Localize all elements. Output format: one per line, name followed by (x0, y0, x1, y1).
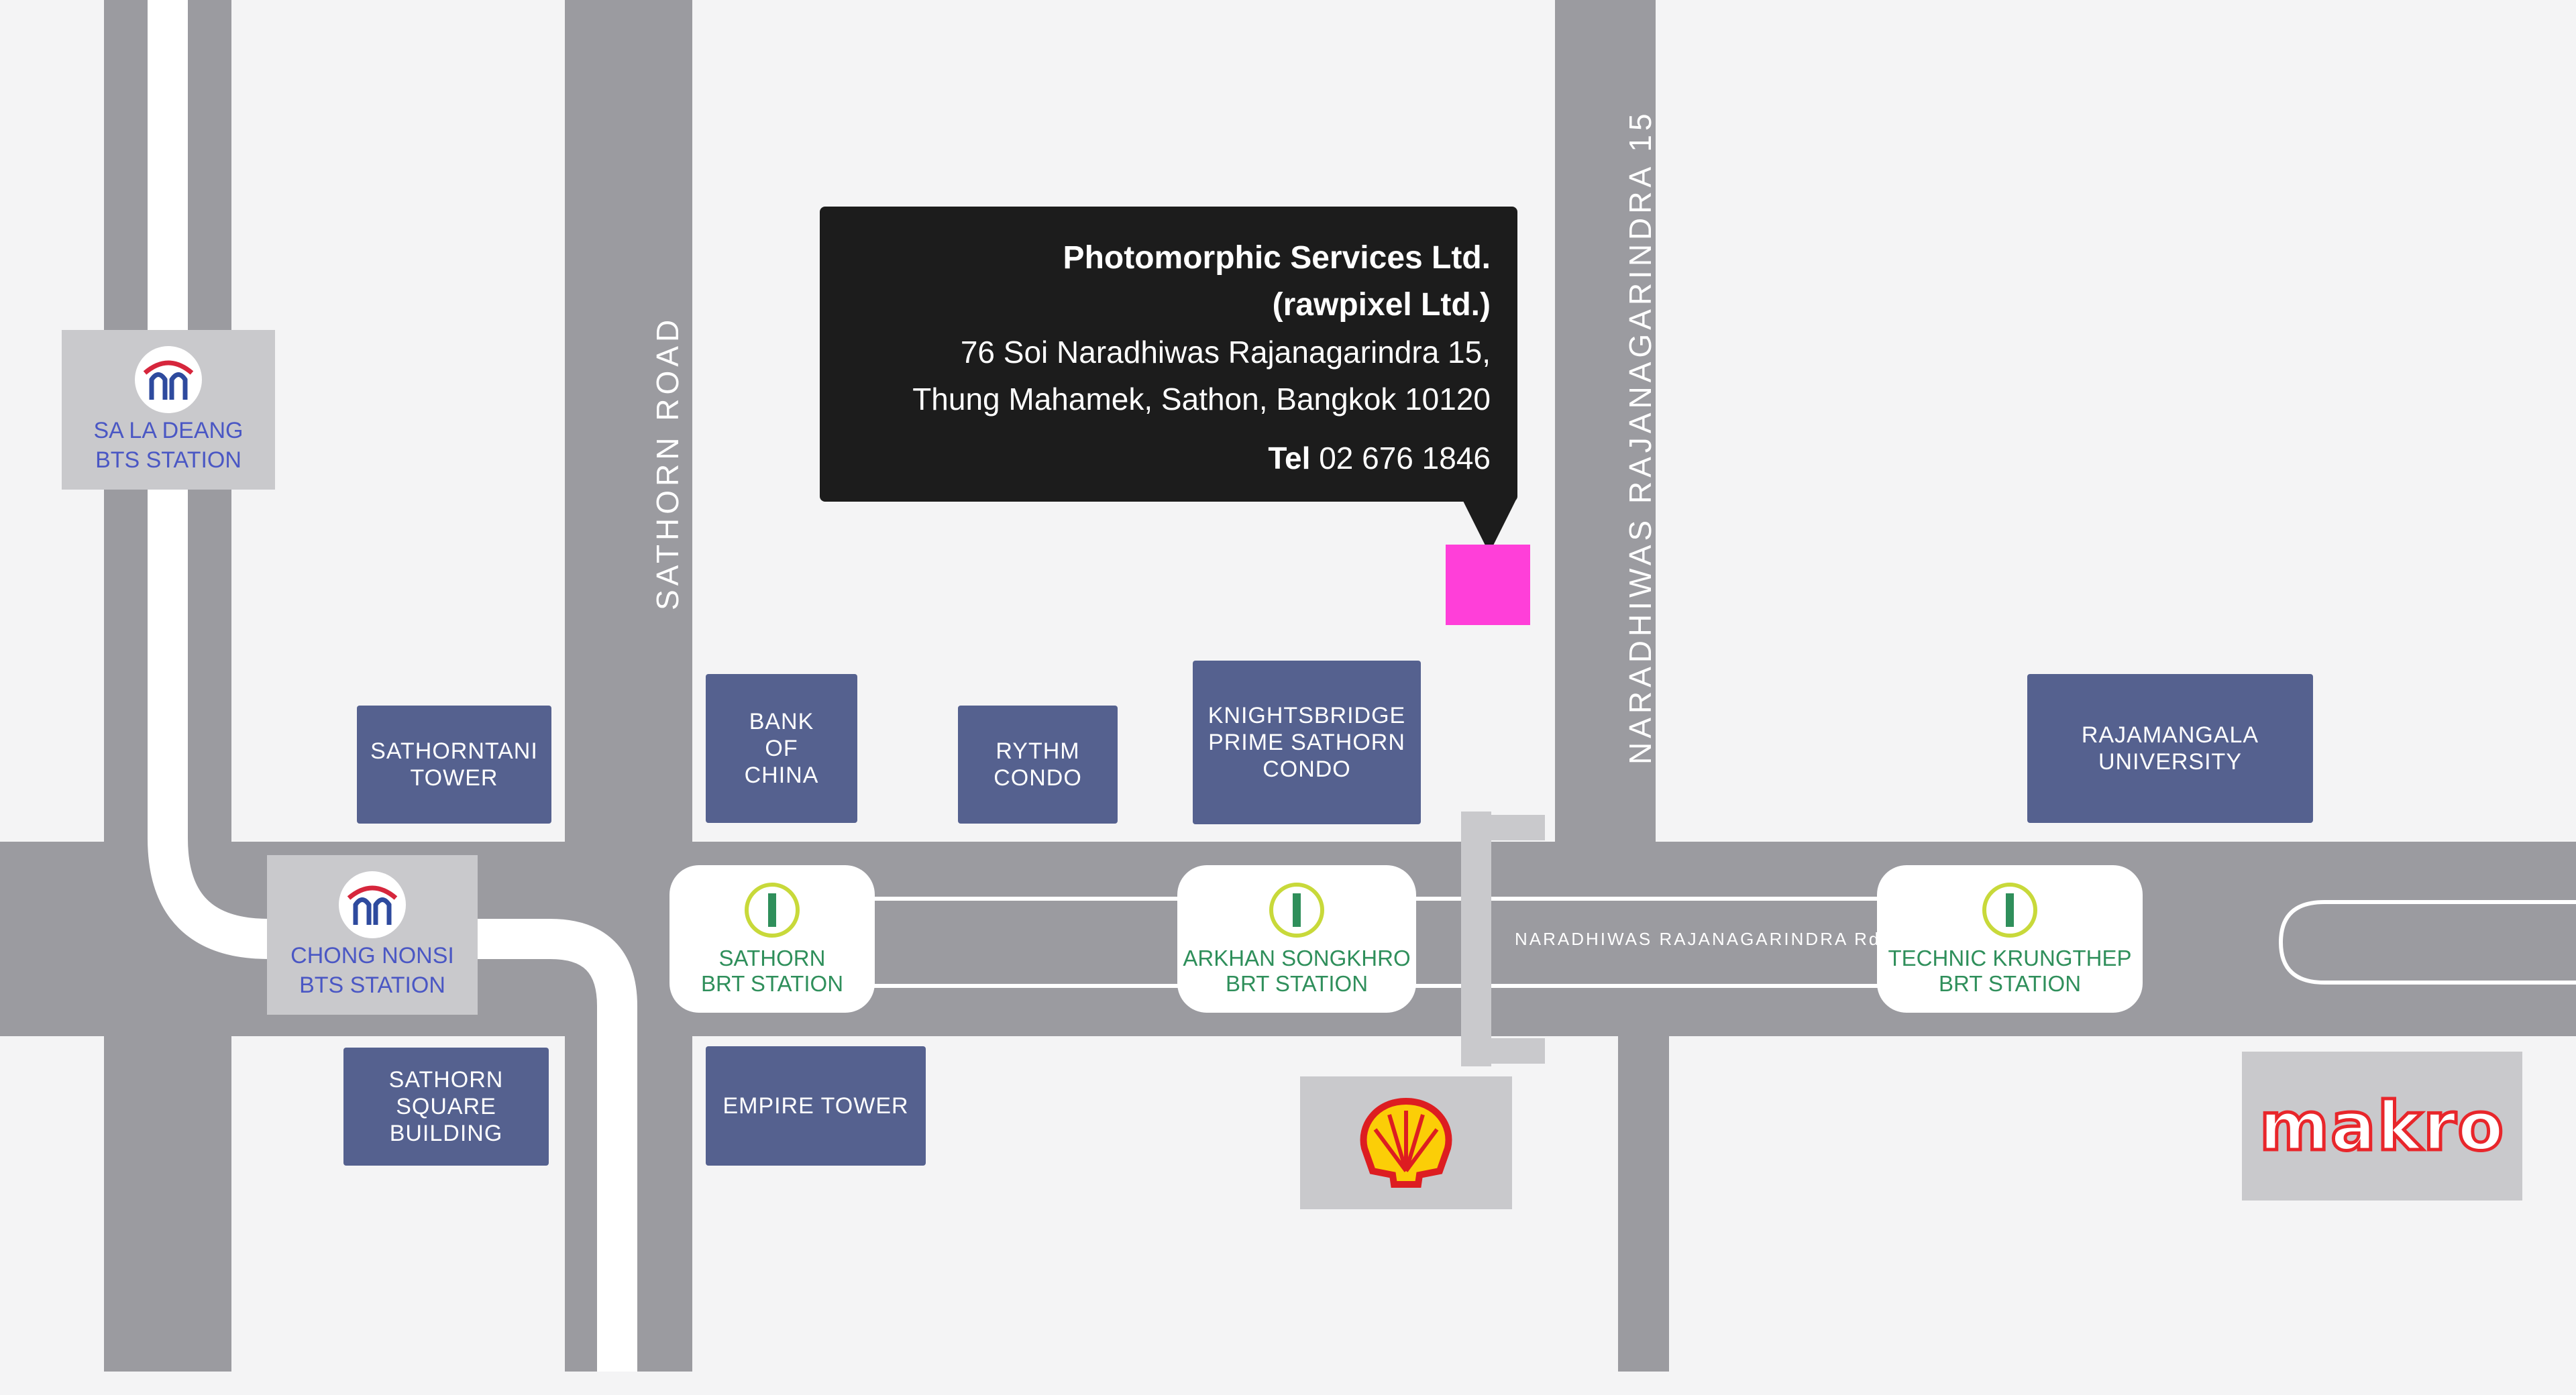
shell-logo-icon (1360, 1097, 1452, 1188)
bts-station-type: BTS STATION (299, 972, 445, 998)
bts-station-name: CHONG NONSI (290, 943, 454, 968)
telephone: Tel 02 676 1846 (820, 435, 1491, 482)
makro-logo: makro (2257, 1085, 2506, 1167)
brt-station-type: BRT STATION (1225, 971, 1368, 996)
building-rajamangala-university[interactable]: RAJAMANGALA UNIVERSITY (2027, 674, 2313, 823)
naradhiwas-soi-15-upper (1555, 0, 1656, 845)
makro-store[interactable]: makro (2242, 1052, 2522, 1201)
brt-station-name: ARKHAN SONGKHRO (1183, 946, 1411, 970)
address-callout: Photomorphic Services Ltd. (rawpixel Ltd… (820, 207, 1517, 502)
naradhiwas-soi-15-lower (1618, 1026, 1669, 1372)
brt-logo-icon (1982, 883, 2037, 938)
brt-station-name: SATHORN (718, 946, 826, 970)
company-alt-name: (rawpixel Ltd.) (1272, 287, 1491, 323)
sathorn-road-label: SATHORN ROAD (650, 315, 685, 610)
building-empire-tower[interactable]: EMPIRE TOWER (706, 1046, 926, 1166)
tel-label: Tel (1268, 441, 1311, 476)
bts-station-type: BTS STATION (95, 447, 241, 473)
brt-logo-icon (1269, 883, 1324, 938)
bts-station-name: SA LA DEANG (93, 418, 244, 443)
bts-station-chong-nonsi[interactable]: CHONG NONSI BTS STATION (267, 855, 478, 1015)
address-line-2: Thung Mahamek, Sathon, Bangkok 10120 (912, 382, 1491, 416)
brt-station-sathorn[interactable]: SATHORN BRT STATION (669, 865, 875, 1013)
address-line-1: 76 Soi Naradhiwas Rajanagarindra 15, (960, 335, 1491, 370)
company-name: Photomorphic Services Ltd. (1063, 240, 1491, 276)
brt-logo-icon (745, 883, 800, 938)
naradhiwas-15-road-label: NARADHIWAS RAJANAGARINDRA 15 (1623, 109, 1658, 765)
bts-station-sa-la-deang[interactable]: SA LA DEANG BTS STATION (62, 330, 275, 490)
brt-station-type: BRT STATION (700, 971, 844, 996)
building-knightsbridge[interactable]: KNIGHTSBRIDGE PRIME SATHORN CONDO (1193, 661, 1421, 824)
brt-station-type: BRT STATION (1938, 971, 2082, 996)
naradhiwas-street-label: NARADHIWAS RAJANAGARINDRA Rd. (1515, 929, 1888, 949)
brt-station-arkhan-songkhro[interactable]: ARKHAN SONGKHRO BRT STATION (1177, 865, 1416, 1013)
location-pin-marker[interactable] (1446, 545, 1530, 625)
building-bank-of-china[interactable]: BANK OF CHINA (706, 674, 857, 823)
bts-logo-icon (135, 346, 202, 413)
building-sathorntani-tower[interactable]: SATHORNTANI TOWER (357, 706, 551, 824)
building-sathorn-square[interactable]: SATHORN SQUARE BUILDING (343, 1048, 549, 1166)
building-rythm-condo[interactable]: RYTHM CONDO (958, 706, 1118, 824)
brt-station-name: TECHNIC KRUNGTHEP (1888, 946, 2132, 970)
bts-logo-icon (339, 871, 406, 938)
brt-station-technic-krungthep[interactable]: TECHNIC KRUNGTHEP BRT STATION (1877, 865, 2143, 1013)
tel-number: 02 676 1846 (1319, 441, 1491, 476)
callout-pointer (1462, 500, 1516, 553)
shell-station[interactable] (1300, 1076, 1512, 1209)
